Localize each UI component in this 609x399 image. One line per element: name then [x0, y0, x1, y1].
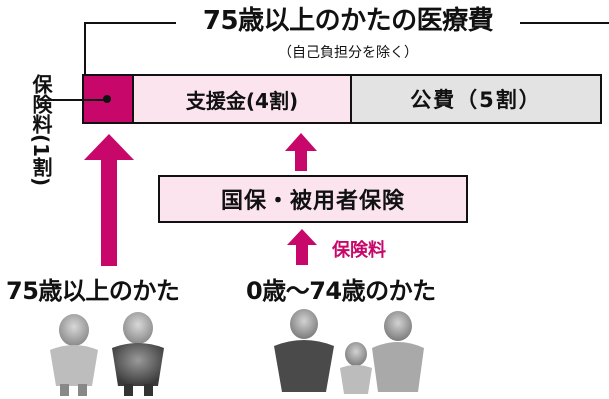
insurers-box: 国保・被用者保険 [158, 175, 468, 223]
elderly-figurines-image [50, 312, 164, 396]
premium-arrow-up-icon [84, 134, 134, 266]
bracket-left-horizontal [84, 22, 176, 24]
diagram-title: 75歳以上のかたの医療費 [202, 6, 494, 36]
premium-small-arrow-up-icon [287, 229, 317, 265]
label-leader-line [50, 99, 105, 101]
cost-breakdown-bar: 支援金(4割) 公費（5割） [82, 74, 602, 124]
premium-dot [103, 95, 111, 103]
group-label-elderly: 75歳以上のかた [6, 277, 180, 305]
premium-label: 保険料 [332, 240, 386, 261]
premium-vertical-label: 保険料(1割) [29, 74, 53, 187]
group-label-younger: 0歳〜74歳のかた [246, 277, 436, 305]
bracket-right-horizontal [520, 22, 609, 24]
support-arrow-up-icon [285, 133, 317, 171]
diagram-subtitle: （自己負担分を除く） [278, 45, 418, 61]
public-segment: 公費（5割） [352, 76, 600, 122]
bracket-left-vertical [84, 22, 86, 74]
younger-figurines-image [274, 309, 424, 394]
support-segment: 支援金(4割) [134, 76, 352, 122]
